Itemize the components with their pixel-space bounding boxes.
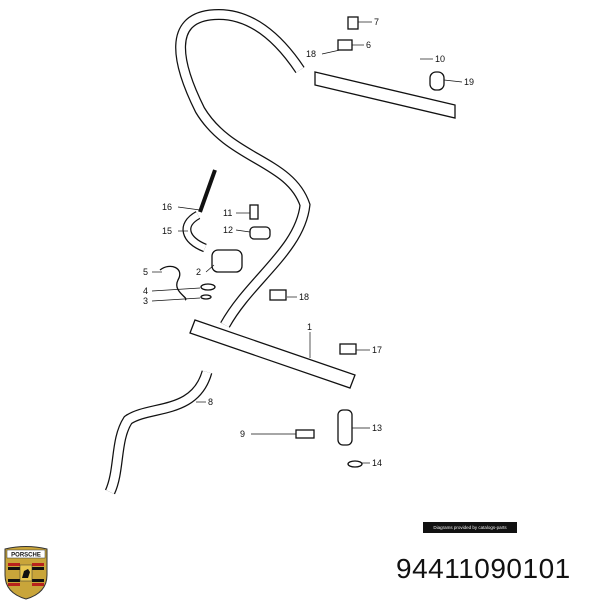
callout-11: 11 (223, 208, 232, 218)
callout-5: 5 (143, 267, 148, 277)
callout-9: 9 (240, 429, 245, 439)
callout-13: 13 (372, 423, 382, 433)
fuel-hose-main (175, 8, 311, 328)
callout-16: 16 (162, 202, 172, 212)
callout-2: 2 (196, 267, 201, 277)
callout-19: 19 (464, 77, 474, 87)
callout-18b: 18 (299, 292, 309, 302)
part-number: 94411090101 (396, 553, 571, 584)
porsche-crest-logo: PORSCHE (4, 546, 48, 600)
callout-15: 15 (162, 226, 172, 236)
callout-8: 8 (208, 397, 213, 407)
callout-6: 6 (366, 40, 371, 50)
callout-4: 4 (143, 286, 148, 296)
callout-1: 1 (307, 322, 312, 332)
svg-text:PORSCHE: PORSCHE (11, 553, 41, 559)
callout-10: 10 (435, 54, 445, 64)
callout-12: 12 (223, 225, 233, 235)
fuel-rail-upper (314, 71, 456, 119)
injector (337, 409, 353, 446)
fuel-rail-lower (189, 319, 356, 389)
callout-14: 14 (372, 458, 382, 468)
diagram-credit: Diagrams provided by catalogs-parts (423, 522, 517, 533)
callout-7: 7 (374, 17, 379, 27)
pressure-regulator (211, 249, 243, 273)
callout-18: 18 (306, 49, 316, 59)
callout-3: 3 (143, 296, 148, 306)
callout-17: 17 (372, 345, 382, 355)
